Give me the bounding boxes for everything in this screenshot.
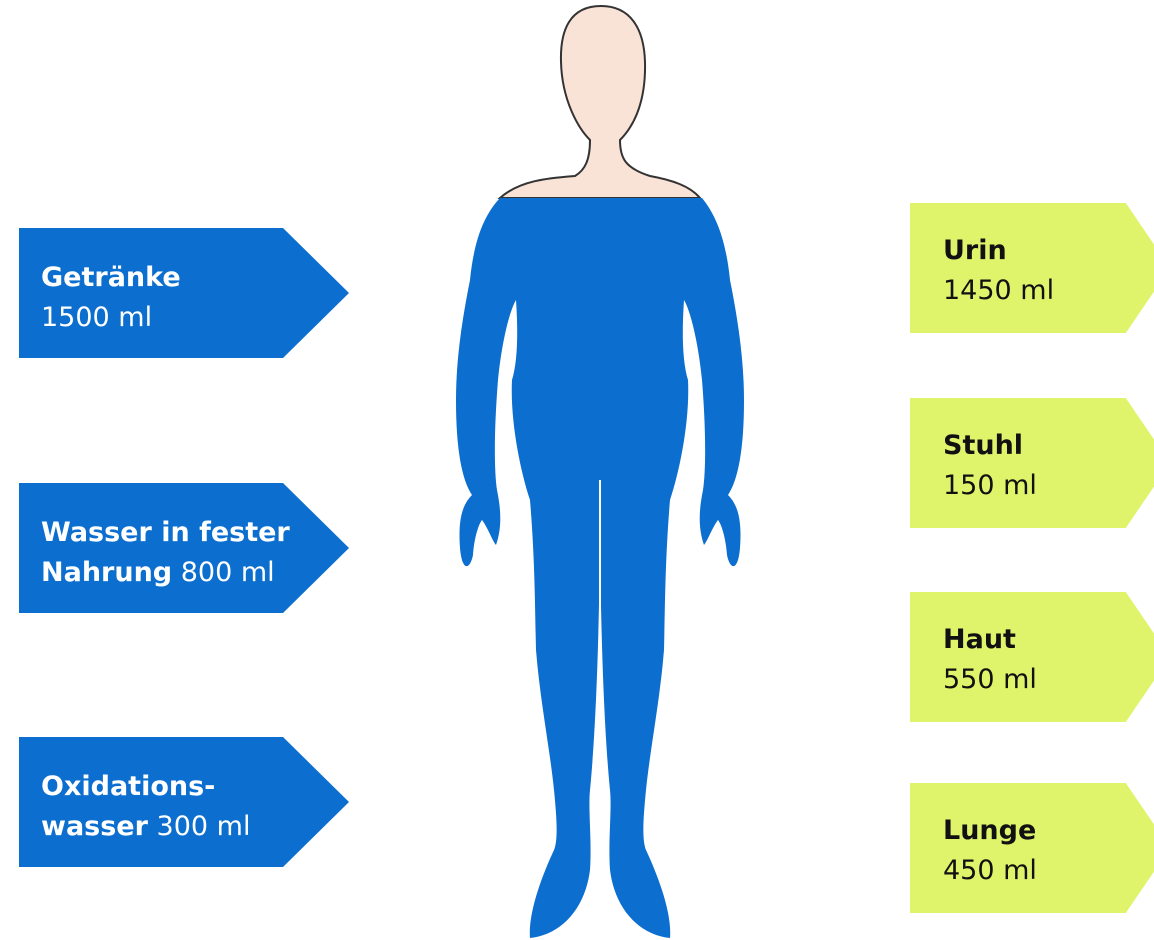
output-label: Haut (943, 620, 1154, 660)
output-arrow-stool: Stuhl 150 ml (910, 398, 1154, 528)
head-and-neck (500, 6, 700, 198)
intake-value: 300 ml (157, 811, 251, 842)
output-value: 150 ml (943, 466, 1154, 506)
output-label: Urin (943, 231, 1154, 271)
intake-label: Wasser in fester (41, 513, 349, 553)
output-arrow-urine: Urin 1450 ml (910, 203, 1154, 333)
intake-arrow-oxidation-water: Oxidations- wasser 300 ml (19, 737, 349, 867)
human-body-figure (420, 0, 750, 940)
intake-value: 800 ml (181, 557, 275, 588)
output-arrow-lungs: Lunge 450 ml (910, 783, 1154, 913)
intake-label: Getränke (41, 258, 349, 298)
output-value: 450 ml (943, 851, 1154, 891)
output-label: Lunge (943, 811, 1154, 851)
intake-label: Oxidations- (41, 767, 349, 807)
output-arrow-skin: Haut 550 ml (910, 592, 1154, 722)
output-value: 550 ml (943, 660, 1154, 700)
intake-arrow-drinks: Getränke 1500 ml (19, 228, 349, 358)
intake-value: 1500 ml (41, 298, 349, 338)
intake-label-continued: wasser (41, 811, 148, 842)
output-value: 1450 ml (943, 271, 1154, 311)
intake-label-continued: Nahrung (41, 557, 172, 588)
intake-arrow-solid-food-water: Wasser in fester Nahrung 800 ml (19, 483, 349, 613)
output-label: Stuhl (943, 426, 1154, 466)
